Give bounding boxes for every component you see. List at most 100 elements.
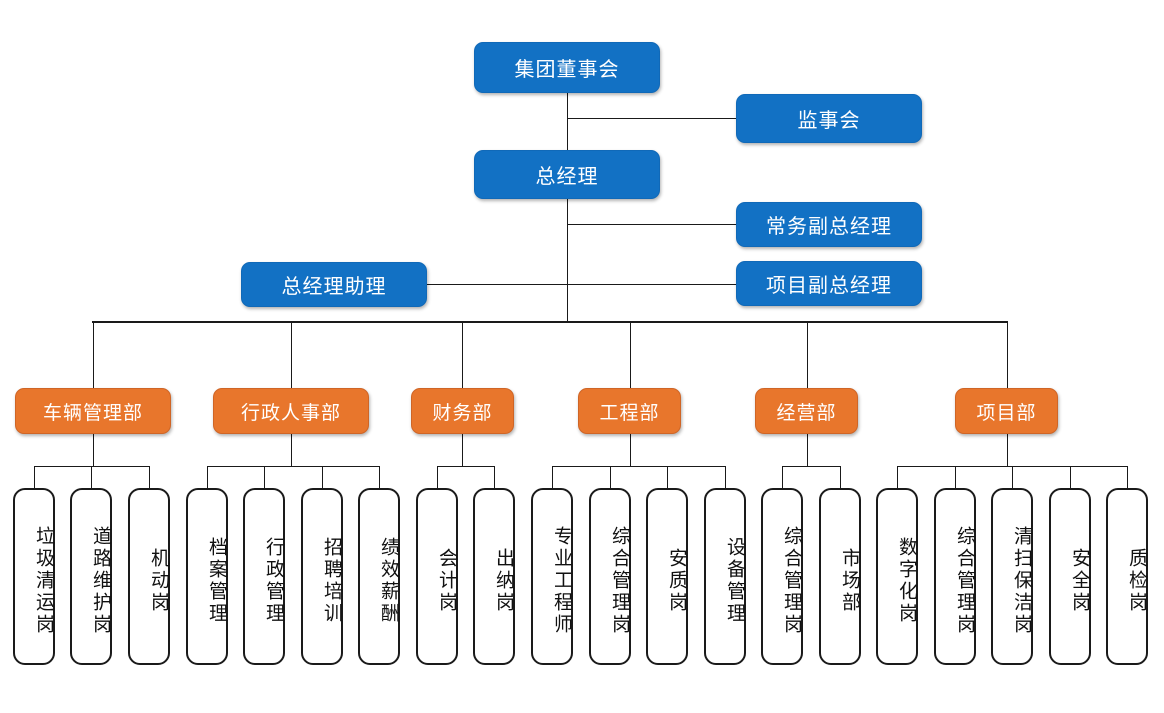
- node-pos-cleaning[interactable]: 清扫保洁岗: [991, 488, 1033, 665]
- connector-drop-admin-mgmt: [264, 466, 265, 488]
- node-pos-professional-eng-label: 专业工程师: [551, 525, 572, 636]
- connector-gm-to-project-deputy: [567, 284, 736, 285]
- node-pos-accounting-label: 会计岗: [436, 547, 457, 614]
- node-dept-admin-hr[interactable]: 行政人事部: [213, 388, 369, 434]
- connector-subbus-finance: [437, 466, 494, 467]
- node-pos-cashier[interactable]: 出纳岗: [473, 488, 515, 665]
- connector-subbus-operations: [782, 466, 840, 467]
- connector-drop-professional-eng: [552, 466, 553, 488]
- node-pos-cashier-label: 出纳岗: [493, 547, 514, 614]
- node-general-manager[interactable]: 总经理: [474, 150, 660, 199]
- node-pos-vehicle-flexible-label: 机动岗: [148, 547, 169, 614]
- node-general-manager-label: 总经理: [535, 166, 599, 188]
- connector-drop-vehicle: [93, 321, 94, 388]
- node-pos-recruit-training[interactable]: 招聘培训: [301, 488, 343, 665]
- node-pos-records-mgmt[interactable]: 档案管理: [186, 488, 228, 665]
- node-dept-admin-hr-label: 行政人事部: [240, 402, 341, 424]
- node-pos-safety-label: 安全岗: [1069, 547, 1090, 614]
- connector-subbus-admin-hr: [207, 466, 379, 467]
- connector-drop-admin-hr: [291, 321, 292, 388]
- node-pos-quality-inspect-label: 质检岗: [1126, 547, 1147, 614]
- connector-drop-cashier: [494, 466, 495, 488]
- node-gm-assistant[interactable]: 总经理助理: [241, 262, 427, 307]
- node-project-deputy-gm[interactable]: 项目副总经理: [736, 261, 922, 306]
- connector-drop-road-maintenance: [91, 466, 92, 488]
- node-dept-project[interactable]: 项目部: [955, 388, 1058, 434]
- node-pos-safety[interactable]: 安全岗: [1049, 488, 1091, 665]
- connector-drop-accounting: [437, 466, 438, 488]
- connector-drop-operations: [807, 321, 808, 388]
- node-dept-operations-label: 经营部: [776, 402, 837, 424]
- connector-drop-safety-quality: [667, 466, 668, 488]
- node-pos-vehicle-flexible[interactable]: 机动岗: [128, 488, 170, 665]
- node-project-deputy-gm-label: 项目副总经理: [766, 275, 892, 297]
- connector-gm-assistant: [427, 284, 567, 285]
- node-pos-waste-removal-label: 垃圾清运岗: [33, 525, 54, 636]
- node-pos-professional-eng[interactable]: 专业工程师: [531, 488, 573, 665]
- node-pos-safety-quality-label: 安质岗: [666, 547, 687, 614]
- connector-drop-eng-general-mgmt: [610, 466, 611, 488]
- connector-drop-market-dept: [840, 466, 841, 488]
- connector-drop-quality-inspect: [1127, 466, 1128, 488]
- node-pos-ops-general-mgmt-label: 综合管理岗: [781, 525, 802, 636]
- connector-drop-performance-pay: [379, 466, 380, 488]
- connector-drop-finance: [462, 321, 463, 388]
- node-pos-waste-removal[interactable]: 垃圾清运岗: [13, 488, 55, 665]
- node-pos-equipment-mgmt[interactable]: 设备管理: [704, 488, 746, 665]
- node-exec-deputy-gm[interactable]: 常务副总经理: [736, 202, 922, 247]
- node-gm-assistant-label: 总经理助理: [281, 276, 387, 298]
- connector-stem-admin-hr: [291, 434, 292, 466]
- connector-gm-to-exec-deputy: [567, 224, 736, 225]
- node-dept-operations[interactable]: 经营部: [755, 388, 858, 434]
- node-pos-admin-mgmt[interactable]: 行政管理: [243, 488, 285, 665]
- connector-stem-vehicle: [93, 434, 94, 466]
- connector-drop-proj-general-mgmt: [955, 466, 956, 488]
- node-pos-proj-general-mgmt[interactable]: 综合管理岗: [934, 488, 976, 665]
- connector-board-to-supervisory: [567, 118, 736, 119]
- node-dept-finance[interactable]: 财务部: [411, 388, 514, 434]
- node-pos-digitalization[interactable]: 数字化岗: [876, 488, 918, 665]
- node-pos-performance-pay[interactable]: 绩效薪酬: [358, 488, 400, 665]
- node-dept-engineering[interactable]: 工程部: [578, 388, 681, 434]
- node-pos-accounting[interactable]: 会计岗: [416, 488, 458, 665]
- node-pos-ops-general-mgmt[interactable]: 综合管理岗: [761, 488, 803, 665]
- connector-gm-spine: [567, 199, 568, 322]
- node-pos-road-maintenance[interactable]: 道路维护岗: [70, 488, 112, 665]
- connector-drop-digitalization: [897, 466, 898, 488]
- node-exec-deputy-gm-label: 常务副总经理: [766, 216, 892, 238]
- connector-subbus-engineering: [552, 466, 725, 467]
- node-pos-safety-quality[interactable]: 安质岗: [646, 488, 688, 665]
- node-pos-quality-inspect[interactable]: 质检岗: [1106, 488, 1148, 665]
- connector-drop-recruit-training: [322, 466, 323, 488]
- node-pos-performance-pay-label: 绩效薪酬: [378, 536, 399, 625]
- node-dept-finance-label: 财务部: [432, 402, 493, 424]
- node-dept-engineering-label: 工程部: [599, 402, 660, 424]
- node-pos-recruit-training-label: 招聘培训: [321, 536, 342, 625]
- connector-drop-cleaning: [1012, 466, 1013, 488]
- connector-stem-project: [1007, 434, 1008, 466]
- connector-drop-ops-general-mgmt: [782, 466, 783, 488]
- connector-drop-engineering: [630, 321, 631, 388]
- node-pos-market-dept[interactable]: 市场部: [819, 488, 861, 665]
- node-pos-records-mgmt-label: 档案管理: [206, 536, 227, 625]
- node-supervisory-board-label: 监事会: [797, 110, 861, 132]
- connector-board-to-gm: [567, 93, 568, 150]
- connector-stem-finance: [462, 434, 463, 466]
- connector-drop-equipment-mgmt: [725, 466, 726, 488]
- connector-drop-waste-removal: [34, 466, 35, 488]
- connector-stem-operations: [807, 434, 808, 466]
- connector-main-bus: [92, 321, 1008, 323]
- connector-drop-records-mgmt: [207, 466, 208, 488]
- node-board[interactable]: 集团董事会: [474, 42, 660, 93]
- connector-drop-safety: [1070, 466, 1071, 488]
- node-pos-eng-general-mgmt[interactable]: 综合管理岗: [589, 488, 631, 665]
- connector-drop-project: [1007, 321, 1008, 388]
- connector-drop-vehicle-flexible: [149, 466, 150, 488]
- node-pos-admin-mgmt-label: 行政管理: [263, 536, 284, 625]
- node-supervisory-board[interactable]: 监事会: [736, 94, 922, 143]
- node-pos-equipment-mgmt-label: 设备管理: [724, 536, 745, 625]
- node-dept-vehicle[interactable]: 车辆管理部: [15, 388, 171, 434]
- node-pos-cleaning-label: 清扫保洁岗: [1011, 525, 1032, 636]
- node-pos-digitalization-label: 数字化岗: [896, 536, 917, 625]
